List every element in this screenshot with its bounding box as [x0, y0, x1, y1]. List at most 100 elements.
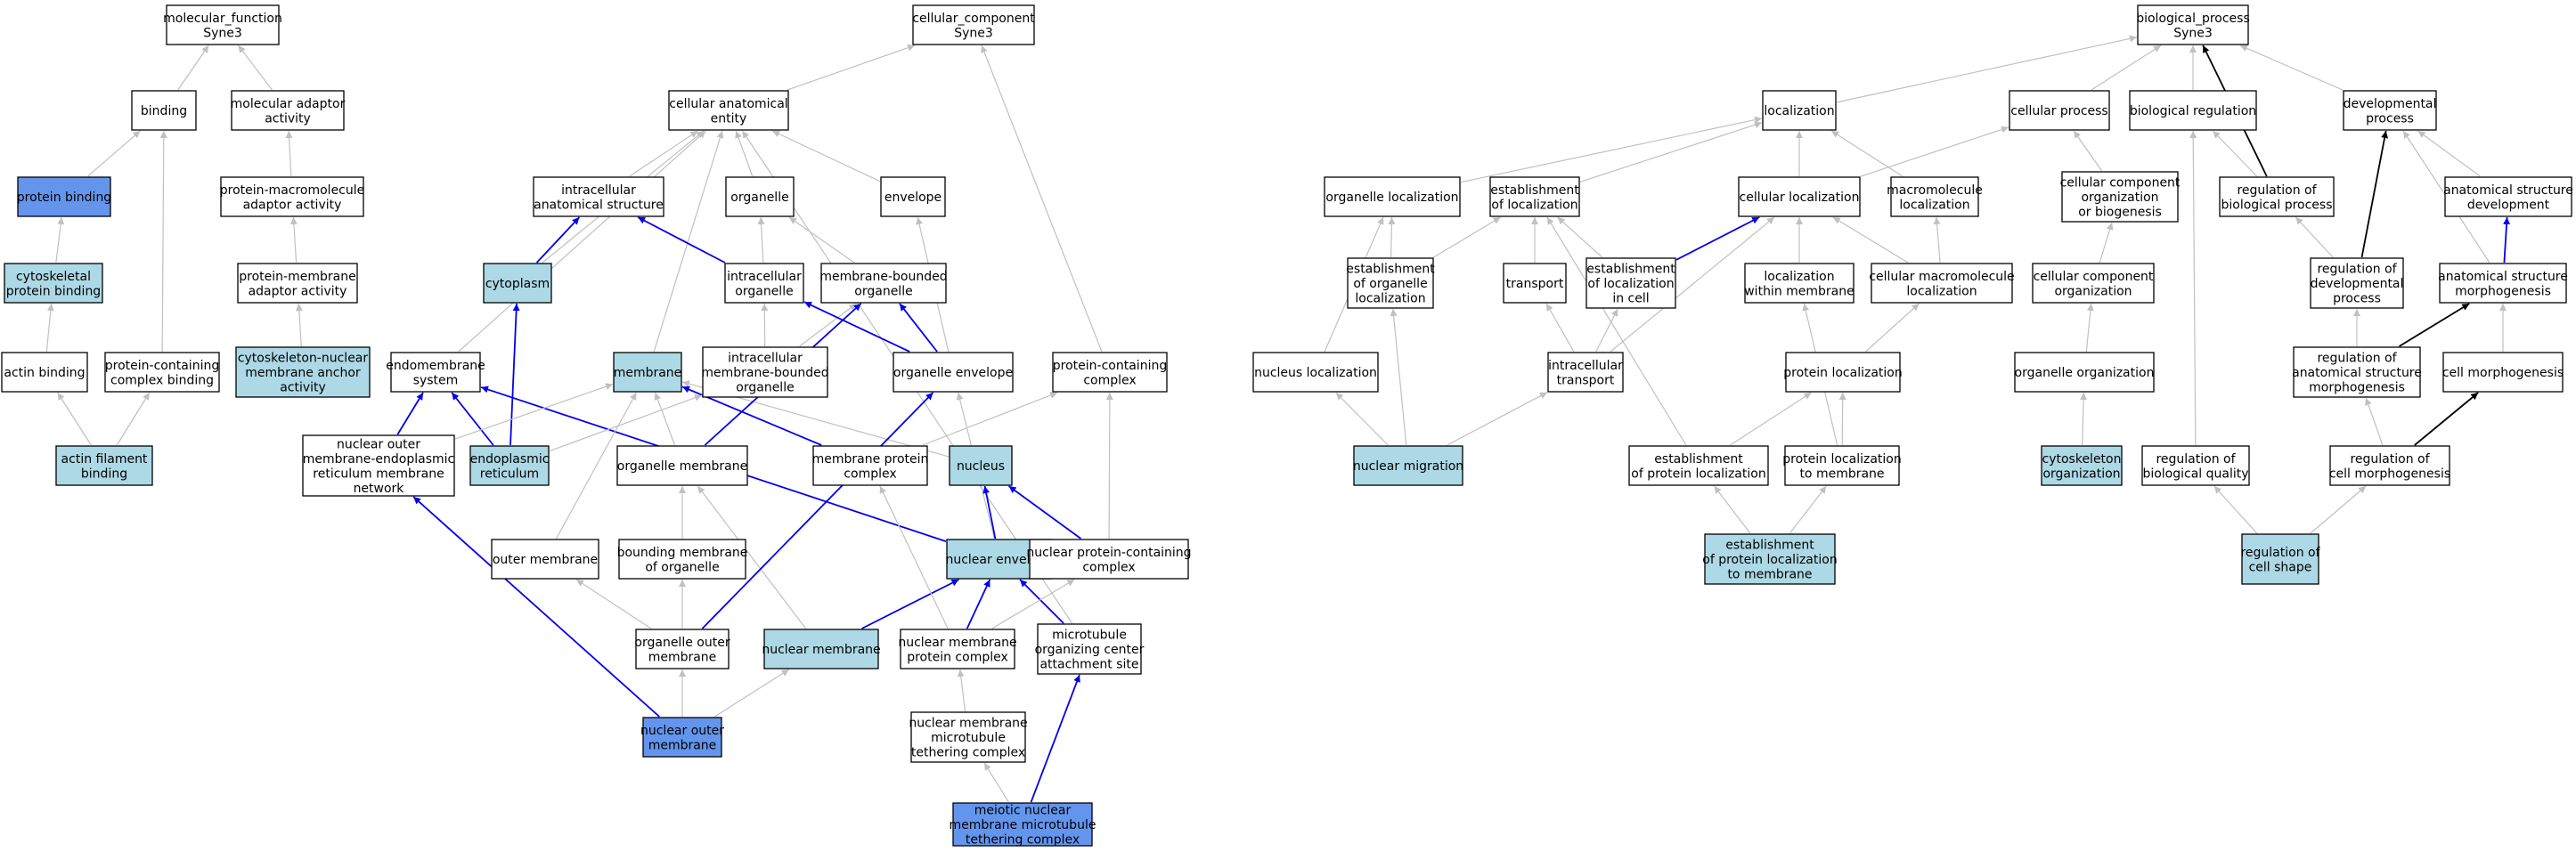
node-organelle-envelope[interactable]: organelle envelope — [893, 352, 1014, 393]
node-label-line: molecular_function — [163, 12, 282, 26]
node-nuclear-membrane[interactable]: nuclear membrane — [762, 629, 881, 669]
node-label-line: organelle — [730, 191, 788, 205]
node-label-line: nucleus localization — [1254, 366, 1377, 380]
node-nuclear-migration[interactable]: nuclear migration — [1353, 445, 1463, 486]
edge-est_localization_in_cell-to-est_localization — [1557, 216, 1603, 258]
node-box — [2329, 445, 2450, 486]
node-cellular-localization[interactable]: cellular localization — [1738, 176, 1861, 217]
edge-reg_dev_process-to-reg_bio_process — [2295, 216, 2334, 258]
edge-mtoc_attachment-to-nuclear_envelope — [1019, 579, 1064, 624]
node-nucleus-localization[interactable]: nucleus localization — [1252, 352, 1379, 393]
node-transport[interactable]: transport — [1503, 263, 1567, 304]
node-box — [763, 629, 879, 669]
node-label-line: of localization — [1587, 277, 1674, 291]
node-cell-morphogenesis[interactable]: cell morphogenesis — [2442, 352, 2564, 393]
node-label-line: complex — [844, 467, 896, 481]
node-label-line: anatomical structure — [534, 198, 664, 212]
node-protein-localization[interactable]: protein localization — [1783, 352, 1903, 393]
node-organelle-localization[interactable]: organelle localization — [1324, 176, 1461, 217]
edge-membrane-to-cae — [653, 130, 724, 353]
edge-nuclear_membrane_pc-to-membrane_protein_complex — [879, 485, 949, 629]
edge-envelope-to-cae — [771, 130, 881, 183]
node-cytoplasm[interactable]: cytoplasm — [483, 263, 552, 304]
node-outer-membrane[interactable]: outer membrane — [491, 539, 599, 580]
node-label-line: cytoskeleton — [2042, 452, 2122, 467]
node-box — [616, 445, 748, 486]
node-protein-binding[interactable]: protein binding — [17, 176, 111, 217]
node-label-line: membrane-endoplasmic — [303, 452, 454, 467]
node-box — [4, 263, 103, 304]
node-label-line: binding — [141, 104, 187, 118]
node-label-line: membrane microtubule — [950, 818, 1096, 832]
node-organelle-organization[interactable]: organelle organization — [2014, 352, 2155, 393]
node-nom-er-network[interactable]: nuclear outermembrane-endoplasmicreticul… — [302, 434, 455, 497]
node-box — [2293, 346, 2421, 398]
node-membrane[interactable]: membrane — [613, 352, 682, 393]
node-actin-binding[interactable]: actin binding — [1, 352, 88, 393]
edge-reg_cell_shape-to-reg_bio_quality — [2213, 485, 2258, 534]
node-label-line: developmental — [2311, 277, 2404, 291]
node-organelle-membrane[interactable]: organelle membrane — [616, 445, 748, 486]
node-organelle[interactable]: organelle — [725, 176, 795, 217]
node-bio-regulation[interactable]: biological regulation — [2129, 90, 2257, 131]
node-label-line: biological quality — [2142, 467, 2248, 481]
node-localization[interactable]: localization — [1762, 90, 1837, 131]
node-label-line: organelle — [854, 284, 912, 298]
node-binding[interactable]: binding — [131, 90, 197, 131]
node-label-line: within membrane — [1744, 284, 1855, 298]
node-nucleus[interactable]: nucleus — [949, 445, 1013, 486]
node-envelope[interactable]: envelope — [880, 176, 946, 217]
node-box — [483, 263, 552, 304]
node-cellular-process[interactable]: cellular process — [2009, 90, 2110, 131]
